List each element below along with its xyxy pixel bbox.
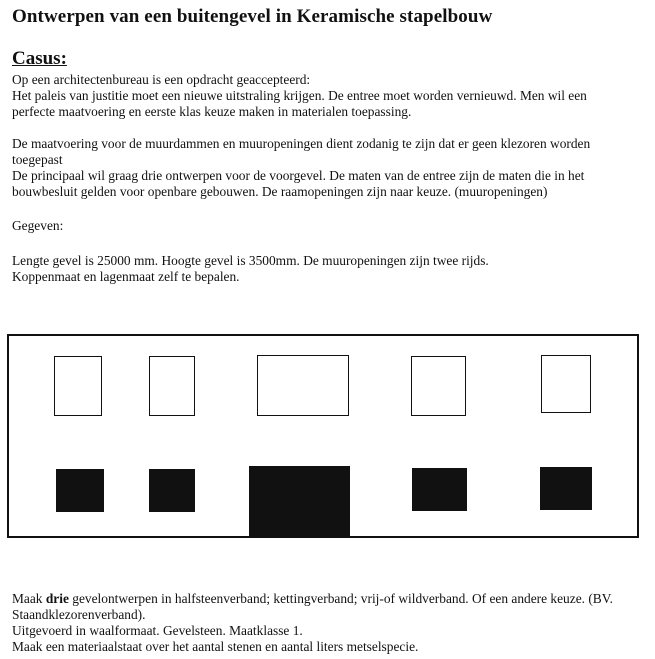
paragraph-line: bouwbesluit gelden voor openbare gebouwe… bbox=[12, 184, 548, 199]
upper-window-opening bbox=[411, 356, 466, 416]
paragraph-line: Koppenmaat en lagenmaat zelf te bepalen. bbox=[12, 269, 240, 284]
facade-drawing bbox=[7, 334, 639, 538]
page-title: Ontwerpen van een buitengevel in Keramis… bbox=[12, 6, 493, 27]
entrance-opening bbox=[249, 466, 350, 538]
instruction-suffix: gevelontwerpen in halfsteenverband; kett… bbox=[68, 591, 614, 606]
lower-window-opening bbox=[412, 468, 467, 511]
lower-window-opening bbox=[149, 469, 195, 512]
gegeven-label: Gegeven: bbox=[12, 218, 64, 233]
upper-window-opening bbox=[149, 356, 195, 416]
paragraph-line: Lengte gevel is 25000 mm. Hoogte gevel i… bbox=[12, 253, 489, 268]
paragraph-line: Op een architectenbureau is een opdracht… bbox=[12, 72, 311, 87]
paragraph-line: De principaal wil graag drie ontwerpen v… bbox=[12, 168, 585, 183]
paragraph-line: perfecte maatvoering en eerste klas keuz… bbox=[12, 104, 412, 119]
upper-window-opening bbox=[54, 356, 102, 416]
instruction-line: Uitgevoerd in waalformaat. Gevelsteen. M… bbox=[12, 623, 303, 638]
lower-window-opening bbox=[540, 467, 592, 510]
instruction-prefix: Maak bbox=[12, 591, 46, 606]
paragraph-line: toegepast bbox=[12, 152, 63, 167]
upper-window-opening bbox=[257, 355, 349, 416]
instruction-line: Maak een materiaalstaat over het aantal … bbox=[12, 639, 419, 654]
instruction-emphasis: drie bbox=[45, 591, 69, 606]
instruction-line: Maak drie gevelontwerpen in halfsteenver… bbox=[12, 591, 613, 607]
paragraph-line: Het paleis van justitie moet een nieuwe … bbox=[12, 88, 587, 103]
lower-window-opening bbox=[56, 469, 104, 512]
instruction-line: Staandklezorenverband). bbox=[12, 607, 146, 622]
paragraph-line: De maatvoering voor de muurdammen en muu… bbox=[12, 136, 591, 151]
casus-heading: Casus: bbox=[12, 48, 67, 69]
upper-window-opening bbox=[541, 355, 591, 413]
